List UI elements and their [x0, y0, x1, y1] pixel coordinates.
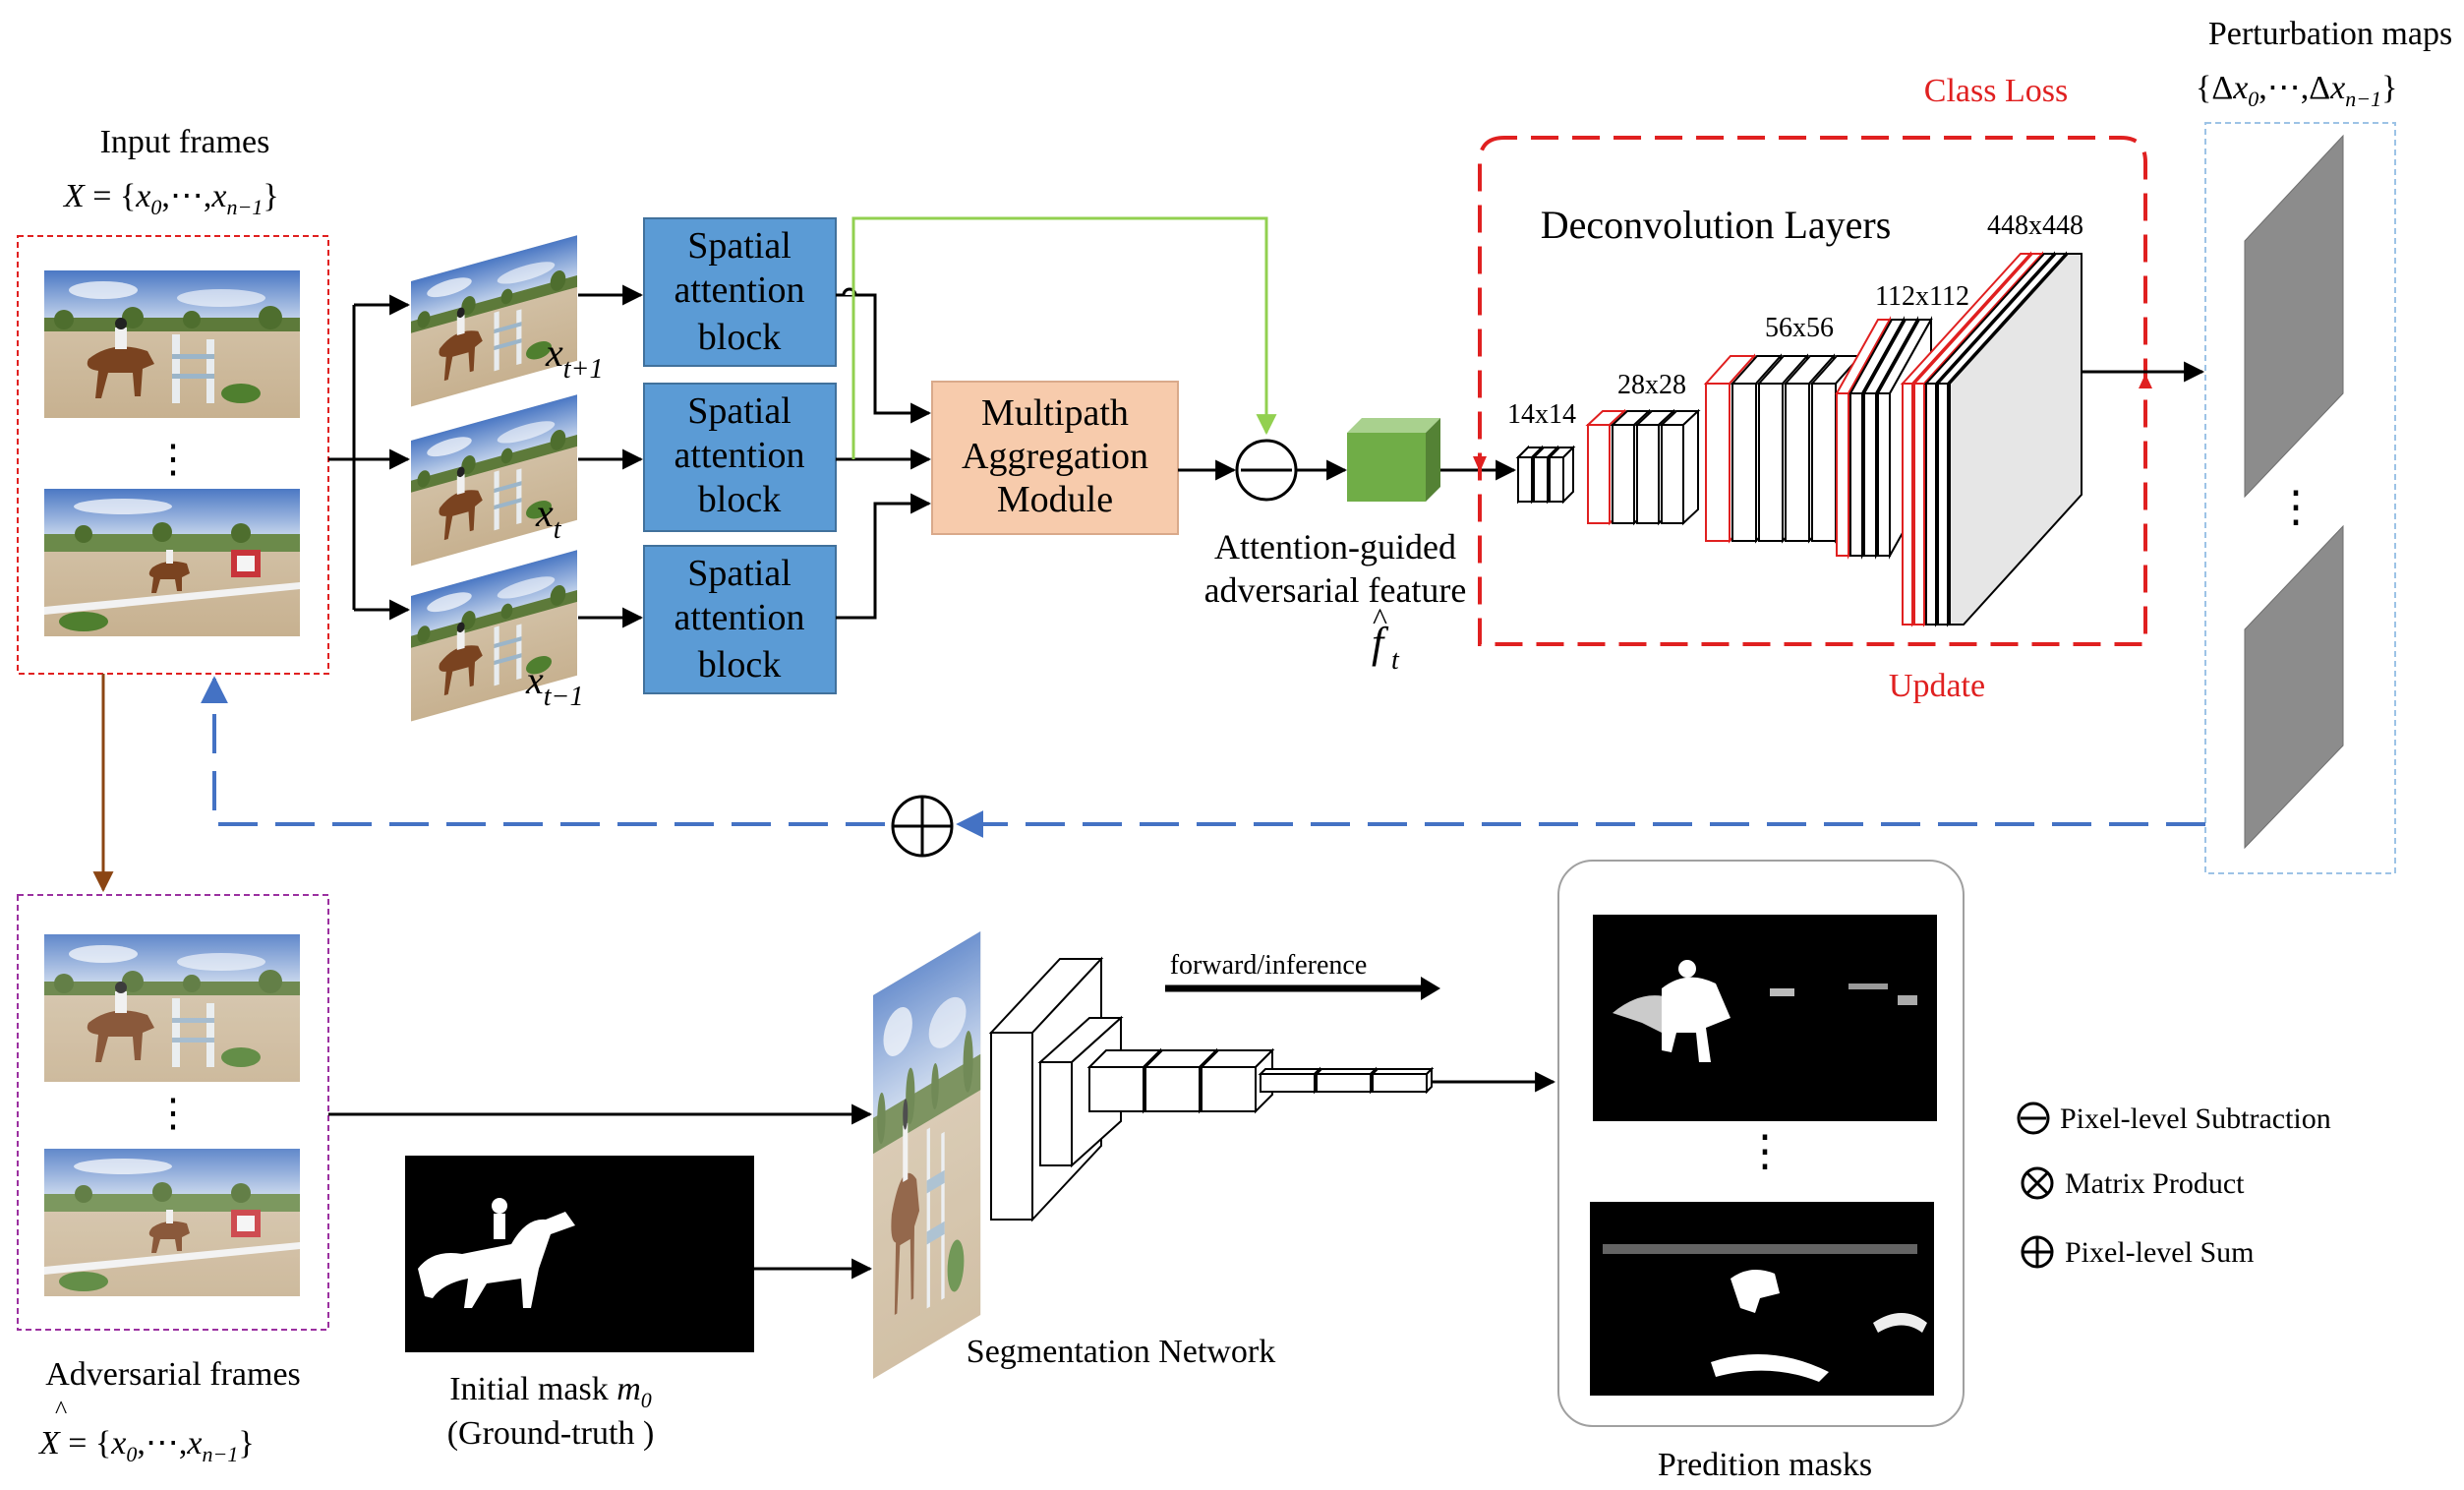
adversarial-ellipsis: ⋮	[153, 1091, 193, 1135]
input-frame-first	[44, 270, 300, 418]
prediction-masks-group: ⋮ Predition masks	[1557, 860, 1965, 1483]
input-frames-formula: X = {x0,⋯,xn−1}	[62, 178, 279, 219]
adversarial-frames-group: ⋮ Adversarial frames X = {x0,⋯,xn−1} ^	[17, 894, 329, 1466]
size-28: 28x28	[1617, 370, 1686, 400]
input-split-arrows	[328, 294, 411, 621]
label-x-t-plus-1: xt+1	[545, 330, 603, 385]
initial-mask-label-2: (Ground-truth )	[447, 1415, 655, 1452]
input-frames-ellipsis: ⋮	[153, 437, 193, 481]
legend-product-label: Matrix Product	[2065, 1167, 2245, 1200]
deconv-layer-28	[1585, 408, 1701, 526]
spatial-attention-block-3: Spatial attention block	[643, 545, 837, 694]
legend-subtraction-label: Pixel-level Subtraction	[2060, 1103, 2331, 1135]
seg-encoder	[988, 956, 1435, 1222]
svg-text:attention: attention	[675, 597, 805, 638]
loss-entry-marker	[1473, 456, 1487, 472]
frame-t	[411, 394, 577, 566]
svg-text:Spatial: Spatial	[687, 390, 792, 432]
input-frames-group: Input frames X = {x0,⋯,xn−1} ⋮	[17, 124, 329, 675]
adversarial-feature-cube	[1347, 418, 1440, 502]
svg-text:attention: attention	[675, 269, 805, 311]
frame-t-plus-1	[411, 235, 577, 407]
sum-operator	[891, 795, 954, 858]
feedback-loop	[201, 676, 2205, 858]
segmentation-title: Segmentation Network	[967, 1334, 1275, 1370]
perturbation-box	[2204, 122, 2396, 874]
loss-exit-marker	[2139, 374, 2152, 388]
initial-mask-label: Initial mask m0	[449, 1371, 652, 1412]
svg-text:block: block	[698, 479, 781, 520]
class-loss-dashed-box	[1478, 136, 2147, 646]
horse-silhouette	[418, 1212, 575, 1308]
legend-sum-label: Pixel-level Sum	[2065, 1236, 2254, 1269]
forward-inference-label: forward/inference	[1170, 950, 1368, 981]
svg-text:Multipath: Multipath	[981, 392, 1129, 434]
deconv-title: Deconvolution Layers	[1541, 203, 1892, 247]
svg-text:Module: Module	[997, 479, 1113, 520]
adversarial-frame-first	[44, 934, 300, 1082]
label-x-t-minus-1: xt−1	[525, 658, 583, 712]
prediction-ellipsis: ⋮	[1743, 1127, 1787, 1175]
svg-text:block: block	[698, 644, 781, 685]
input-frame-last	[44, 489, 300, 636]
svg-text:Spatial: Spatial	[687, 553, 792, 594]
deconv-layer-448	[1900, 251, 2083, 627]
feature-label-line1: Attention-guided	[1214, 527, 1456, 566]
size-448: 448x448	[1987, 210, 2083, 241]
svg-text:^: ^	[1373, 601, 1387, 636]
perturbation-map-first	[2244, 134, 2344, 499]
legend-subtraction-icon	[2017, 1102, 2050, 1135]
green-skip-arrow	[851, 216, 1277, 459]
adversarial-title: Adversarial frames	[45, 1356, 301, 1393]
size-14: 14x14	[1507, 399, 1576, 430]
adversarial-hat: ^	[55, 1396, 67, 1424]
initial-mask-group: Initial mask m0 (Ground-truth )	[405, 1156, 754, 1452]
legend: Pixel-level Subtraction Matrix Product P…	[2017, 1102, 2331, 1269]
input-frames-title: Input frames	[100, 124, 270, 160]
perturbation-formula: {Δx0,⋯,Δxn−1}	[2196, 70, 2397, 111]
size-112: 112x112	[1875, 281, 1969, 312]
multipath-aggregation-module: Multipath Aggregation Module	[931, 381, 1179, 535]
update-label: Update	[1889, 668, 1985, 704]
adversarial-frames-box	[17, 894, 329, 1331]
segmentation-network: forward/inference Segmentation Network	[873, 931, 1440, 1379]
block-to-aggregation-arrows	[836, 293, 932, 620]
adversarial-frame-last	[44, 1149, 300, 1296]
subtraction-operator	[1235, 439, 1298, 502]
deconvolution-section: Class Loss Deconvolution Layers Update 1…	[1473, 73, 2152, 704]
svg-text:Spatial: Spatial	[687, 225, 792, 267]
feature-label-line2: adversarial feature	[1204, 570, 1467, 610]
spatial-attention-block-2: Spatial attention block	[643, 383, 837, 532]
svg-text:attention: attention	[675, 435, 805, 476]
perturbation-map-last	[2244, 524, 2344, 850]
frame-to-block-arrows	[578, 284, 644, 628]
svg-text:block: block	[698, 317, 781, 358]
perturbation-title: Perturbation maps	[2208, 16, 2452, 52]
perturbation-maps-group: Perturbation maps {Δx0,⋯,Δxn−1} ⋮	[2196, 16, 2452, 874]
legend-sum-icon	[2021, 1235, 2054, 1269]
seg-input-frame	[873, 931, 981, 1379]
legend-product-icon	[2021, 1166, 2054, 1200]
spatial-attention-block-1: Spatial attention block	[643, 217, 837, 367]
adversarial-formula: X = {x0,⋯,xn−1}	[37, 1425, 255, 1466]
size-56: 56x56	[1765, 313, 1834, 343]
feature-symbol: f ^ t	[1372, 601, 1400, 676]
svg-text:t: t	[1391, 645, 1400, 676]
perturbation-ellipsis: ⋮	[2274, 483, 2317, 531]
prediction-title: Predition masks	[1658, 1447, 1872, 1483]
deconv-layer-14	[1515, 445, 1576, 505]
label-x-t: xt	[535, 491, 562, 545]
svg-text:Aggregation: Aggregation	[962, 436, 1148, 477]
class-loss-label: Class Loss	[1924, 73, 2068, 109]
